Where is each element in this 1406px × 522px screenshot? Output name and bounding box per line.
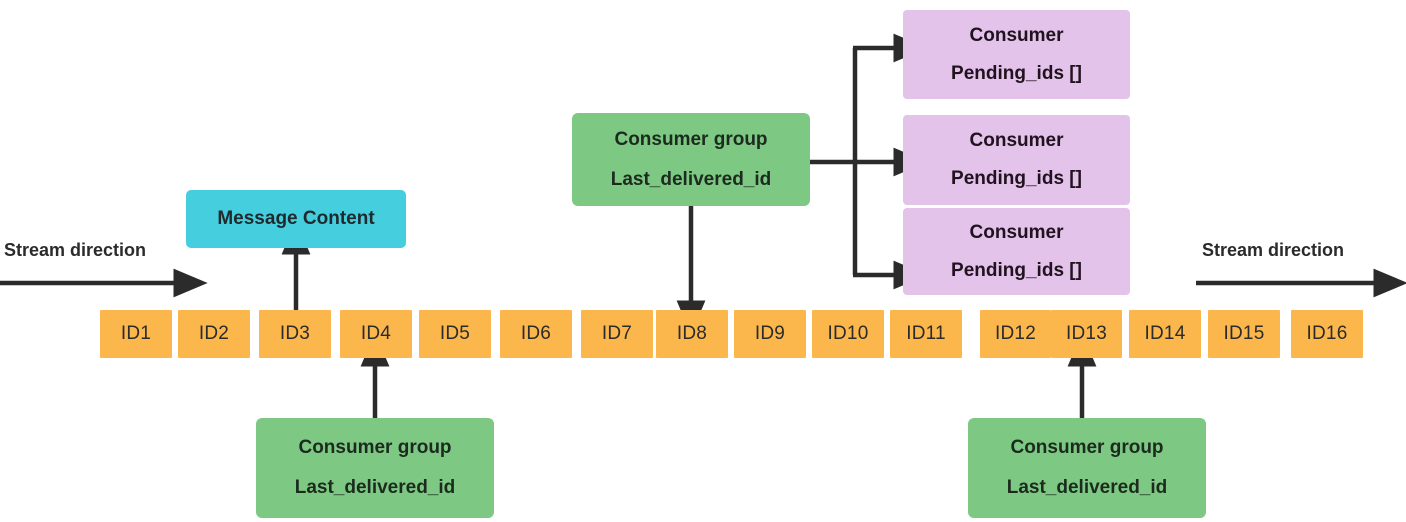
consumer-group-title: Consumer group [1010, 437, 1164, 458]
stream-id-cell[interactable]: ID8 [656, 310, 728, 358]
stream-id-cell[interactable]: ID10 [812, 310, 884, 358]
stream-id-label: ID10 [827, 323, 869, 344]
stream-id-cell[interactable]: ID16 [1291, 310, 1363, 358]
stream-id-label: ID1 [120, 323, 152, 344]
consumer-field: Pending_ids [] [951, 62, 1082, 84]
stream-id-cell[interactable]: ID5 [419, 310, 491, 358]
stream-id-label: ID12 [995, 323, 1036, 344]
stream-id-label: ID11 [906, 323, 946, 344]
consumer-title: Consumer [969, 221, 1064, 243]
stream-id-label: ID13 [1066, 323, 1107, 344]
stream-id-label: ID5 [439, 323, 471, 344]
consumer-group-field: Last_delivered_id [610, 168, 772, 190]
arrow-group-middle-to-consumers [810, 33, 928, 290]
stream-id-cell[interactable]: ID14 [1129, 310, 1201, 358]
stream-id-cell[interactable]: ID9 [734, 310, 806, 358]
consumer-box-1[interactable]: Consumer Pending_ids [] [903, 10, 1130, 99]
consumer-group-field: Last_delivered_id [294, 477, 456, 498]
consumer-group-box-bottom-right[interactable]: Consumer group Last_delivered_id [968, 418, 1206, 518]
consumer-group-title: Consumer group [614, 128, 768, 150]
consumer-group-title: Consumer group [298, 437, 452, 458]
stream-id-label: ID2 [198, 323, 230, 344]
consumer-group-box-bottom-left[interactable]: Consumer group Last_delivered_id [256, 418, 494, 518]
consumer-title: Consumer [969, 130, 1064, 151]
consumer-group-field: Last_delivered_id [1006, 477, 1168, 498]
stream-direction-label-left: Stream direction [4, 240, 147, 260]
consumer-field: Pending_ids [] [951, 259, 1082, 281]
stream-id-cell[interactable]: ID12 [980, 310, 1051, 358]
stream-id-cell[interactable]: ID15 [1208, 310, 1280, 358]
stream-id-cell[interactable]: ID7 [581, 310, 653, 358]
stream-direction-label-right: Stream direction [1202, 240, 1345, 260]
stream-id-label: ID8 [676, 323, 708, 344]
stream-id-label: ID14 [1144, 323, 1186, 344]
stream-id-label: ID3 [279, 323, 311, 344]
stream-id-label: ID6 [520, 323, 552, 344]
stream-id-cell[interactable]: ID6 [500, 310, 572, 358]
stream-id-cell[interactable]: ID11 [890, 310, 962, 358]
stream-id-cell[interactable]: ID13 [1051, 310, 1122, 358]
stream-id-cell[interactable]: ID3 [259, 310, 331, 358]
stream-id-cell[interactable]: ID4 [340, 310, 412, 358]
stream-id-label: ID4 [360, 323, 392, 344]
stream-id-cell[interactable]: ID2 [178, 310, 250, 358]
stream-id-cell[interactable]: ID1 [100, 310, 172, 358]
stream-id-label: ID9 [754, 323, 786, 344]
stream-id-label: ID15 [1223, 323, 1265, 344]
consumer-title: Consumer [969, 24, 1064, 46]
message-content-label: Message Content [217, 208, 375, 229]
message-content-box[interactable]: Message Content [186, 190, 406, 248]
stream-id-label: ID7 [601, 323, 633, 344]
stream-id-label: ID16 [1306, 323, 1348, 344]
consumer-box-3[interactable]: Consumer Pending_ids [] [903, 208, 1130, 295]
consumer-box-2[interactable]: Consumer Pending_ids [] [903, 115, 1130, 205]
consumer-group-box-middle[interactable]: Consumer group Last_delivered_id [572, 113, 810, 206]
consumer-field: Pending_ids [] [951, 168, 1082, 189]
